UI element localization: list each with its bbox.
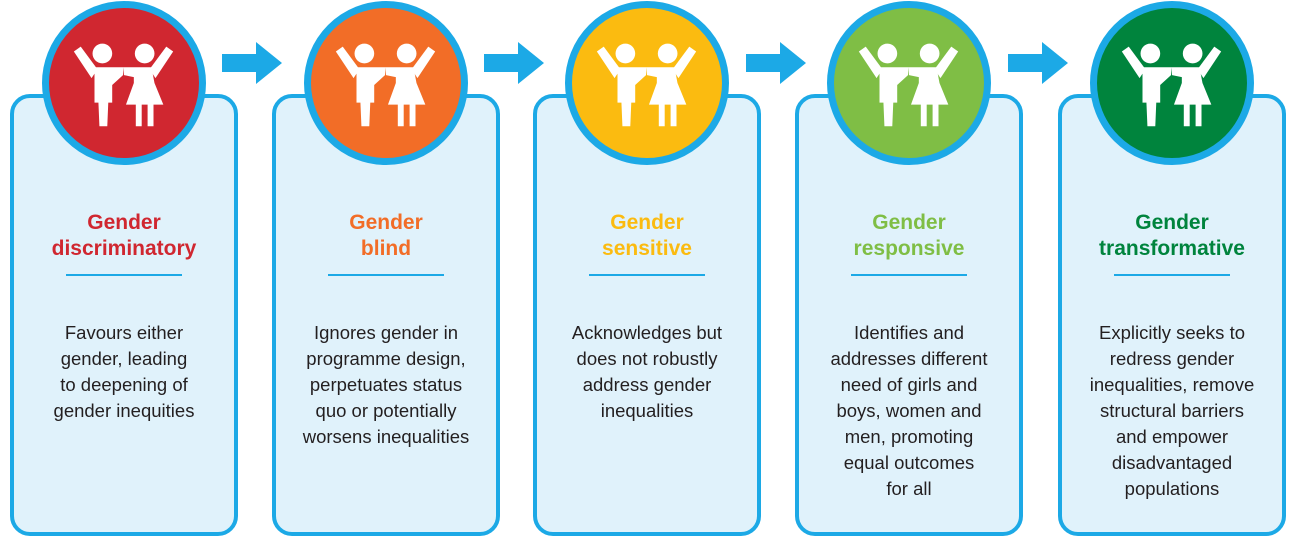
stage-description-line: gender inequities: [53, 400, 195, 421]
stage-description-line: quo or potentially: [315, 400, 457, 421]
stage-description-line: and empower: [1115, 426, 1229, 447]
stage-description: Identifies and addresses different need …: [805, 320, 1013, 502]
divider: [1114, 274, 1230, 276]
stage-card-transformative: Gender transformative Explicitly seeks t…: [1058, 94, 1286, 536]
stage-circle-sensitive: [565, 1, 729, 165]
stage-description-line: perpetuates status: [309, 374, 463, 395]
stage-description-line: Acknowledges but: [571, 322, 723, 343]
stage-description-line: does not robustly: [576, 348, 718, 369]
stage-title: Gender blind: [276, 210, 496, 262]
divider: [589, 274, 705, 276]
stage-description-line: programme design,: [306, 348, 466, 369]
stage-title: Gender responsive: [799, 210, 1019, 262]
right-arrow-icon: [746, 42, 806, 84]
boy-and-girl-icon: [850, 24, 968, 142]
stage-description-line: Ignores gender in: [314, 322, 458, 343]
stage-circle-responsive: [827, 1, 991, 165]
stage-description-line: disadvantaged: [1111, 452, 1233, 473]
stage-description-line: structural barriers: [1100, 400, 1244, 421]
boy-and-girl-icon: [1113, 24, 1231, 142]
boy-and-girl-icon: [588, 24, 706, 142]
stage-description: Acknowledges but does not robustly addre…: [543, 320, 751, 424]
stage-title-line: Gender: [610, 211, 684, 234]
stage-title-line: transformative: [1099, 237, 1245, 260]
stage-card-responsive: Gender responsive Identifies and address…: [795, 94, 1023, 536]
stage-description-line: redress gender: [1109, 348, 1235, 369]
stage-circle-blind: [304, 1, 468, 165]
stage-circle-discriminatory: [42, 1, 206, 165]
stage-title-line: Gender: [87, 211, 161, 234]
stage-circle-transformative: [1090, 1, 1254, 165]
stage-description-line: Favours either: [64, 322, 184, 343]
stage-description: Ignores gender in programme design, perp…: [282, 320, 490, 450]
stage-description-line: address gender: [582, 374, 712, 395]
stage-title-line: Gender: [349, 211, 423, 234]
divider: [851, 274, 967, 276]
right-arrow-icon: [1008, 42, 1068, 84]
stage-title-line: Gender: [1135, 211, 1209, 234]
stage-description-line: populations: [1124, 478, 1220, 499]
stage-card-discriminatory: Gender discriminatory Favours either gen…: [10, 94, 238, 536]
divider: [66, 274, 182, 276]
stage-title-line: sensitive: [602, 237, 692, 260]
stage-description-line: gender, leading: [60, 348, 188, 369]
stage-title-line: Gender: [872, 211, 946, 234]
stage-description-line: inequalities, remove: [1089, 374, 1255, 395]
stage-title-line: responsive: [853, 237, 965, 260]
stage-description-line: Explicitly seeks to: [1099, 322, 1245, 343]
divider: [328, 274, 444, 276]
stage-description-line: addresses different: [830, 348, 988, 369]
stage-description-line: need of girls and: [840, 374, 978, 395]
stage-description-line: worsens inequalities: [302, 426, 470, 447]
stage-card-blind: Gender blind Ignores gender in programme…: [272, 94, 500, 536]
stage-description-line: equal outcomes: [843, 452, 975, 473]
stage-description: Favours either gender, leading to deepen…: [20, 320, 228, 424]
stage-description-line: inequalities: [600, 400, 694, 421]
stage-description-line: Identifies and: [853, 322, 965, 343]
stage-title: Gender transformative: [1062, 210, 1282, 262]
boy-and-girl-icon: [65, 24, 183, 142]
stage-description-line: for all: [886, 478, 932, 499]
right-arrow-icon: [222, 42, 282, 84]
stage-description-line: men, promoting: [844, 426, 974, 447]
boy-and-girl-icon: [327, 24, 445, 142]
stage-card-sensitive: Gender sensitive Acknowledges but does n…: [533, 94, 761, 536]
stage-title-line: blind: [360, 237, 412, 260]
stage-description-line: boys, women and: [836, 400, 982, 421]
right-arrow-icon: [484, 42, 544, 84]
stage-title: Gender sensitive: [537, 210, 757, 262]
stage-description: Explicitly seeks to redress gender inequ…: [1068, 320, 1276, 502]
stage-description-line: to deepening of: [60, 374, 188, 395]
stage-title-line: discriminatory: [51, 237, 197, 260]
stage-title: Gender discriminatory: [14, 210, 234, 262]
